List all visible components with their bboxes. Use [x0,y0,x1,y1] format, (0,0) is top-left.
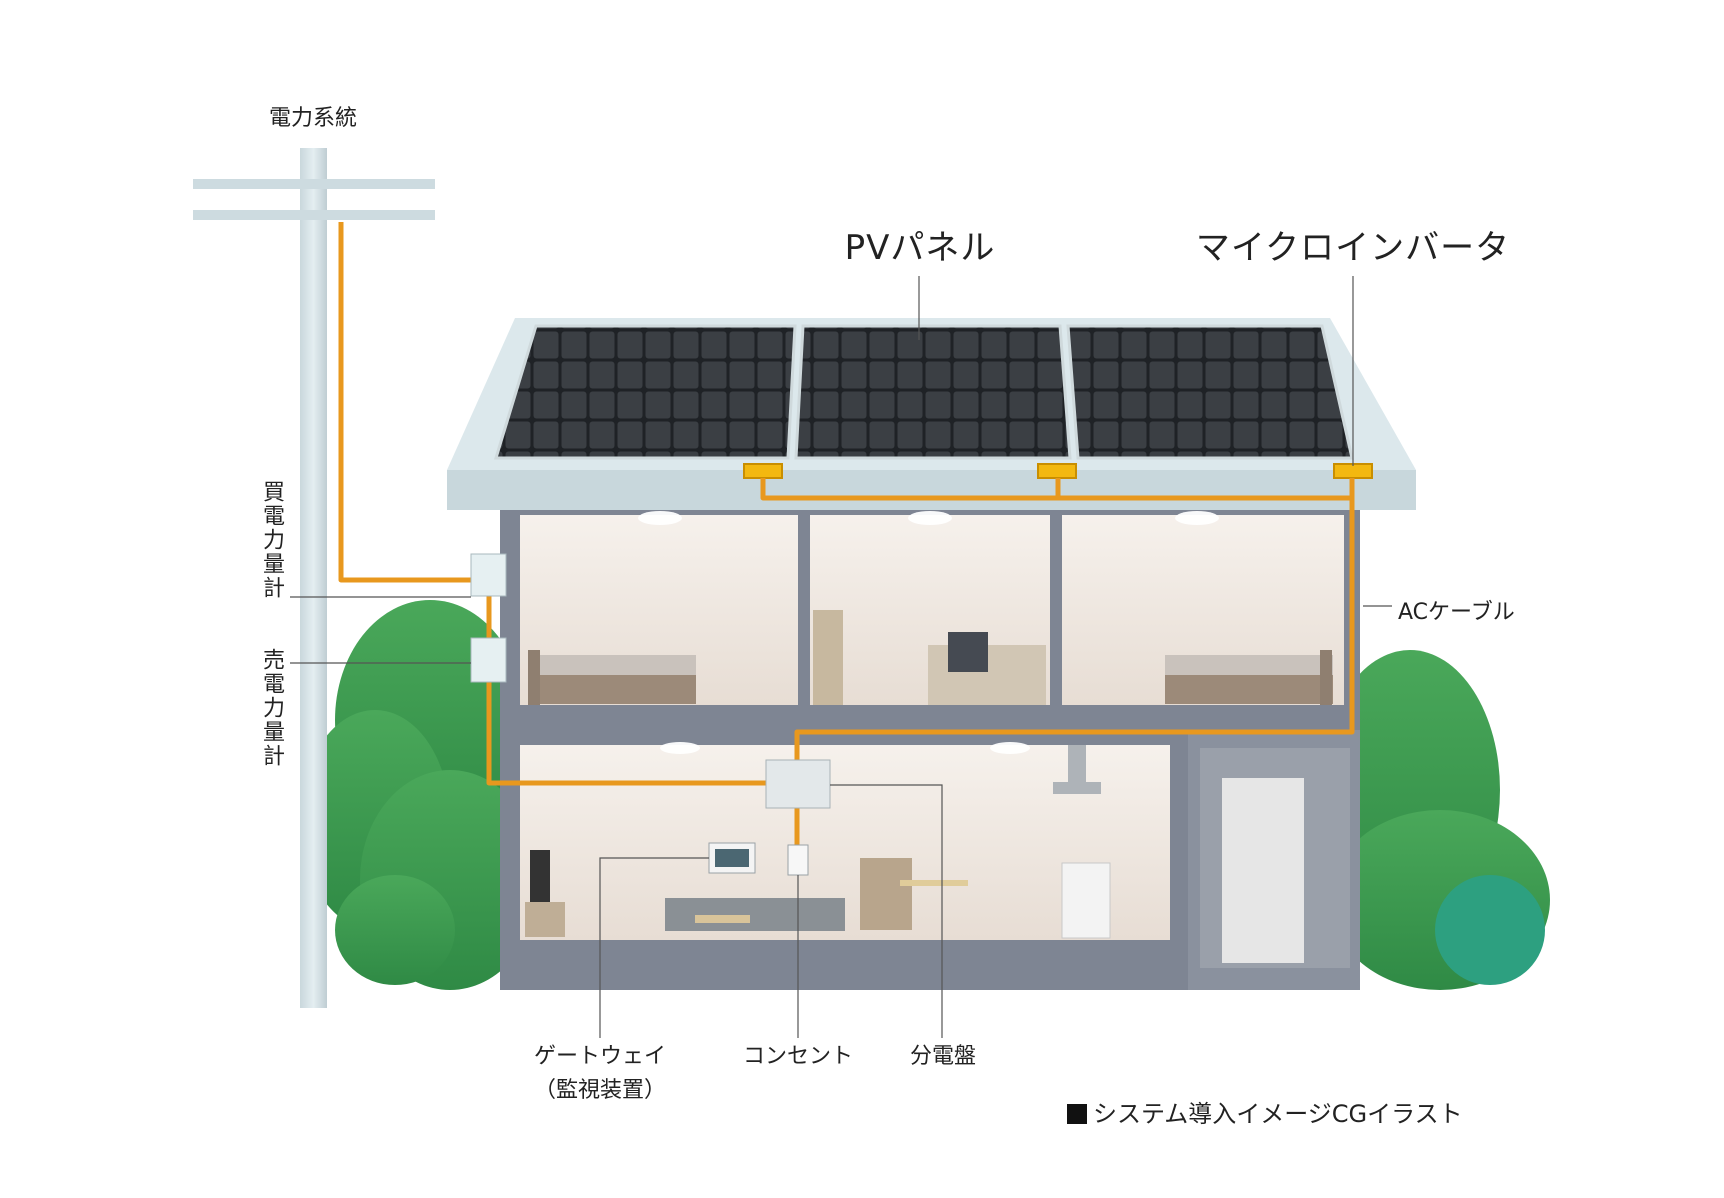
gateway-label-line1: ゲートウェイ [533,1044,667,1069]
gateway-label: ゲートウェイ （監視装置） [534,1038,666,1104]
trees-right [1320,650,1550,990]
caption-square-icon [1067,1104,1087,1124]
leader-lines [290,276,1392,1038]
gateway-label-line2: （監視装置） [533,1078,667,1103]
buy-meter-label: 買電力量計 [259,480,284,600]
caption-text: システム導入イメージCGイラスト [1093,1100,1463,1128]
furniture-lower [525,745,1111,939]
pv-panel-3 [1066,324,1354,460]
grid-label: 電力系統 [268,106,358,131]
buy-meter [470,553,507,597]
house-body [500,505,1360,990]
pv-panel-label: PVパネル [844,228,996,268]
micro-inverters [743,463,1373,479]
distribution-board [765,759,831,809]
outlet-label: コンセント [742,1044,854,1069]
pv-panel-1 [493,324,797,460]
micro-inverter-label: マイクロインバータ [1195,228,1511,268]
wall-outlet [787,844,809,876]
utility-pole [193,148,435,1008]
ac-cable-label: ACケーブル [1398,600,1515,625]
sell-meter [470,637,507,683]
pv-panel-2 [794,324,1072,460]
furniture-upper [528,610,1333,705]
meters [470,553,507,683]
pv-panels [493,324,1354,460]
ceiling-lights [638,511,1219,754]
distribution-board-label: 分電盤 [909,1044,977,1069]
caption: システム導入イメージCGイラスト [1067,1094,1463,1129]
sell-meter-label: 売電力量計 [259,648,284,768]
ac-cable [338,222,1355,845]
